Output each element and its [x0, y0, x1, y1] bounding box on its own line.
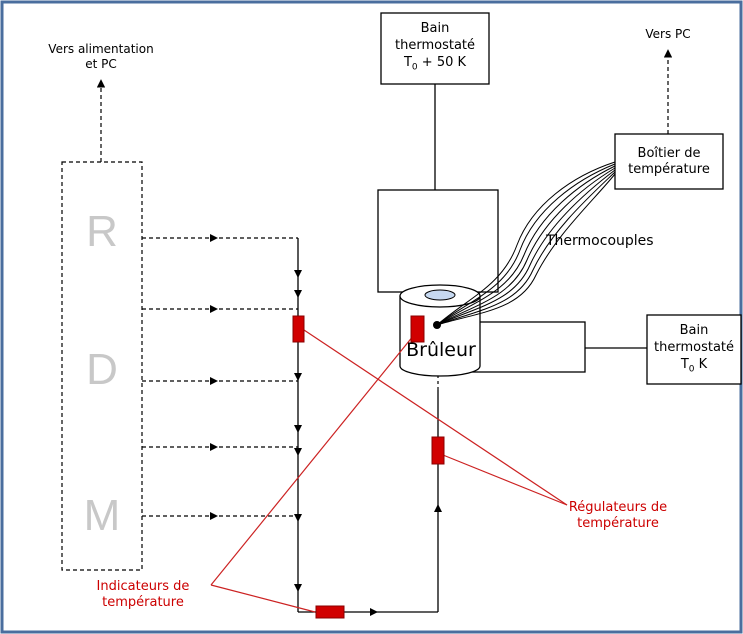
vers-pc-label: Vers PC	[618, 27, 718, 42]
bain-right-box	[646, 314, 742, 385]
rdm-box	[61, 161, 143, 571]
bottom-arrowhead	[370, 608, 378, 616]
bain-right-t: T	[680, 357, 689, 372]
bain-top-line3: T0 + 50 K	[381, 54, 489, 77]
bruleur-label: Brûleur	[396, 341, 486, 360]
indicateurs-label: Indicateurs de température	[73, 579, 213, 611]
vers-alim-line2: et PC	[85, 57, 117, 71]
bain-right-line1: Bain	[679, 323, 709, 338]
thermocouples-label: Thermocouples	[546, 234, 696, 249]
rdm-letter-m: M	[62, 492, 142, 540]
boitier-line2: température	[628, 162, 710, 177]
regulateurs-line1: Régulateurs de	[568, 500, 668, 515]
bain-right-label: Bain thermostaté T0 K	[647, 322, 741, 379]
bain-right-line3: T0 K	[647, 356, 741, 379]
thermocouple-junction	[433, 321, 441, 329]
rdm-letter-d: D	[62, 346, 142, 394]
indicateurs-line1: Indicateurs de	[96, 579, 190, 594]
regulateurs-line2: température	[577, 516, 659, 531]
vers-alim-line1: Vers alimentation	[48, 42, 154, 56]
vertical-arrowheads	[294, 270, 302, 592]
vers-alimentation-label: Vers alimentation et PC	[26, 42, 176, 72]
bain-right-sub: 0	[688, 364, 695, 375]
upper-block	[377, 189, 499, 293]
thermocouple-wires	[436, 161, 616, 326]
regulateurs-label: Régulateurs de température	[548, 500, 688, 532]
boitier-label: Boîtier de température	[615, 146, 723, 178]
vers-pc-text: Vers PC	[645, 27, 691, 41]
bain-right-line2: thermostaté	[654, 340, 734, 355]
sensor-bottom-indicator	[315, 605, 345, 619]
thermocouples-text: Thermocouples	[546, 233, 654, 249]
sensors	[292, 315, 445, 619]
bain-top-line2: thermostaté	[395, 38, 475, 53]
rdm-letter-r: R	[62, 208, 142, 256]
boitier-line1: Boîtier de	[637, 146, 701, 161]
right-up-arrowhead	[434, 504, 442, 512]
boitier-box	[614, 133, 724, 190]
bain-right-rest: K	[694, 357, 708, 372]
indicateurs-line2: température	[102, 595, 184, 610]
rdm-d-text: D	[86, 345, 118, 394]
sensor-left-regulator	[292, 315, 305, 343]
side-block	[471, 321, 586, 373]
bain-top-sub: 0	[411, 62, 418, 73]
bain-top-box	[380, 12, 490, 85]
bain-top-rest: + 50 K	[417, 55, 467, 70]
red-pointer-lines	[210, 329, 568, 613]
rdm-r-text: R	[86, 207, 118, 256]
sensor-burner-indicator	[410, 315, 425, 343]
dashed-arrowheads	[210, 234, 218, 520]
bain-top-t: T	[403, 55, 412, 70]
bain-top-line1: Bain	[420, 21, 450, 36]
rdm-dashed-links	[142, 237, 298, 517]
bruleur-text: Brûleur	[406, 339, 476, 361]
sensor-right-regulator	[431, 436, 445, 465]
rdm-m-text: M	[83, 491, 121, 540]
bain-top-label: Bain thermostaté T0 + 50 K	[381, 20, 489, 77]
